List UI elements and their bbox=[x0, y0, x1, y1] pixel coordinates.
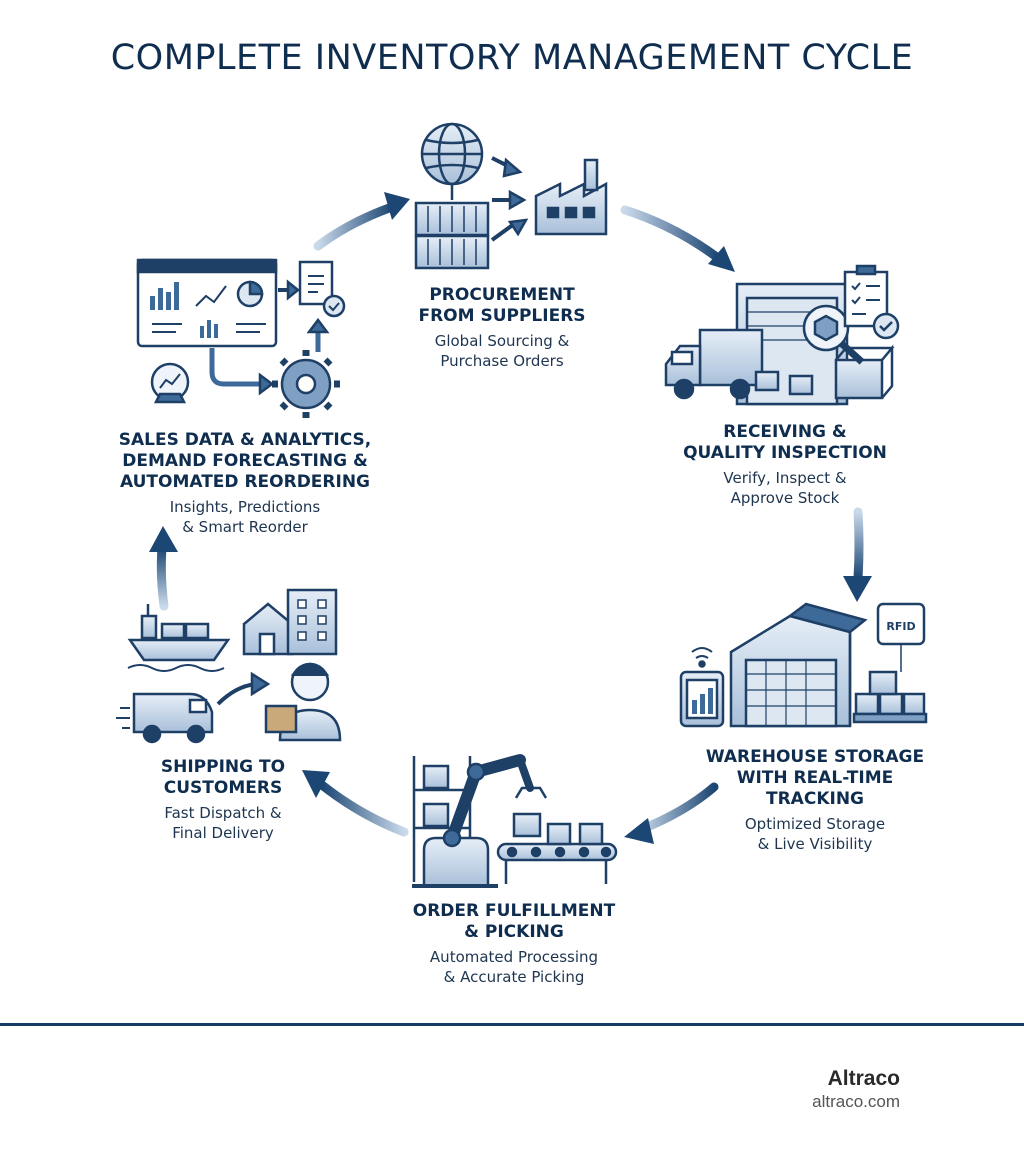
receiving-illustration bbox=[664, 264, 900, 406]
rfid-label: RFID bbox=[886, 620, 915, 633]
stage-warehouse-heading: WAREHOUSE STORAGE WITH REAL-TIME TRACKIN… bbox=[705, 747, 925, 809]
cycle-diagram: RFID bbox=[116, 122, 928, 888]
globe-icon bbox=[420, 122, 484, 200]
warehouse-icon bbox=[729, 602, 868, 728]
stage-analytics-subtitle: Insights, Predictions & Smart Reorder bbox=[169, 498, 321, 536]
warehouse-illustration: RFID bbox=[679, 602, 928, 728]
stage-receiving-heading: RECEIVING & QUALITY INSPECTION bbox=[683, 422, 887, 463]
stage-fulfillment: ORDER FULFILLMENT & PICKING Automated Pr… bbox=[384, 901, 644, 987]
stage-fulfillment-subtitle: Automated Processing & Accurate Picking bbox=[429, 948, 599, 986]
conveyor-icon bbox=[496, 822, 618, 884]
robot-arm-icon bbox=[412, 754, 548, 888]
stage-shipping-heading: SHIPPING TO CUSTOMERS bbox=[160, 757, 286, 798]
arrow-shipping-to-analytics bbox=[149, 526, 178, 611]
shelving-icon bbox=[412, 756, 472, 882]
customer-icon bbox=[264, 662, 342, 742]
tablet-icon bbox=[679, 647, 725, 728]
rfid-tag-icon: RFID bbox=[876, 602, 926, 672]
arrow-icon bbox=[216, 671, 271, 706]
delivery-van-icon bbox=[116, 692, 214, 744]
arrow-icon bbox=[490, 156, 529, 242]
footer-divider bbox=[0, 1023, 1024, 1026]
checklist-icon bbox=[843, 264, 900, 340]
analytics-illustration bbox=[136, 258, 346, 418]
pallet-boxes-icon bbox=[852, 670, 928, 724]
arrow-fulfillment-to-shipping bbox=[302, 770, 409, 837]
arrow-receiving-to-warehouse bbox=[843, 507, 872, 602]
brand-name: Altraco bbox=[827, 1067, 900, 1090]
brand-url[interactable]: altraco.com bbox=[812, 1092, 900, 1111]
shipping-illustration bbox=[116, 588, 342, 744]
box-icon bbox=[754, 344, 895, 400]
stage-receiving: RECEIVING & QUALITY INSPECTION Verify, I… bbox=[660, 422, 910, 508]
stage-procurement-subtitle: Global Sourcing & Purchase Orders bbox=[434, 332, 570, 370]
stage-warehouse-subtitle: Optimized Storage & Live Visibility bbox=[744, 815, 886, 853]
fulfillment-illustration bbox=[412, 754, 618, 888]
stage-fulfillment-heading: ORDER FULFILLMENT & PICKING bbox=[412, 901, 616, 942]
stage-receiving-subtitle: Verify, Inspect & Approve Stock bbox=[723, 469, 847, 507]
stage-analytics-heading: SALES DATA & ANALYTICS, DEMAND FORECASTI… bbox=[118, 430, 372, 492]
page-title: COMPLETE INVENTORY MANAGEMENT CYCLE bbox=[110, 38, 914, 78]
arrow-procurement-to-receiving bbox=[620, 205, 735, 272]
stage-analytics: SALES DATA & ANALYTICS, DEMAND FORECASTI… bbox=[100, 430, 390, 537]
arrow-analytics-to-procurement bbox=[313, 192, 410, 251]
factory-icon bbox=[534, 158, 608, 236]
crystal-ball-icon bbox=[150, 362, 190, 404]
document-check-icon bbox=[278, 260, 346, 318]
procurement-illustration bbox=[414, 122, 608, 270]
house-building-icon bbox=[242, 588, 338, 656]
shipping-container-icon bbox=[414, 201, 490, 270]
gear-icon bbox=[209, 317, 340, 418]
stage-shipping: SHIPPING TO CUSTOMERS Fast Dispatch & Fi… bbox=[120, 757, 326, 843]
dashboard-icon bbox=[136, 258, 278, 348]
arrow-warehouse-to-fulfillment bbox=[624, 782, 719, 844]
stage-warehouse: WAREHOUSE STORAGE WITH REAL-TIME TRACKIN… bbox=[680, 747, 950, 854]
stage-procurement-heading: PROCUREMENT FROM SUPPLIERS bbox=[418, 285, 586, 326]
stage-shipping-subtitle: Fast Dispatch & Final Delivery bbox=[164, 804, 282, 842]
magnifier-icon bbox=[802, 304, 865, 365]
stage-procurement: PROCUREMENT FROM SUPPLIERS Global Sourci… bbox=[384, 285, 620, 371]
brand-block: Altraco altraco.com bbox=[812, 1067, 900, 1112]
cargo-ship-icon bbox=[127, 604, 231, 672]
truck-icon bbox=[664, 328, 764, 400]
